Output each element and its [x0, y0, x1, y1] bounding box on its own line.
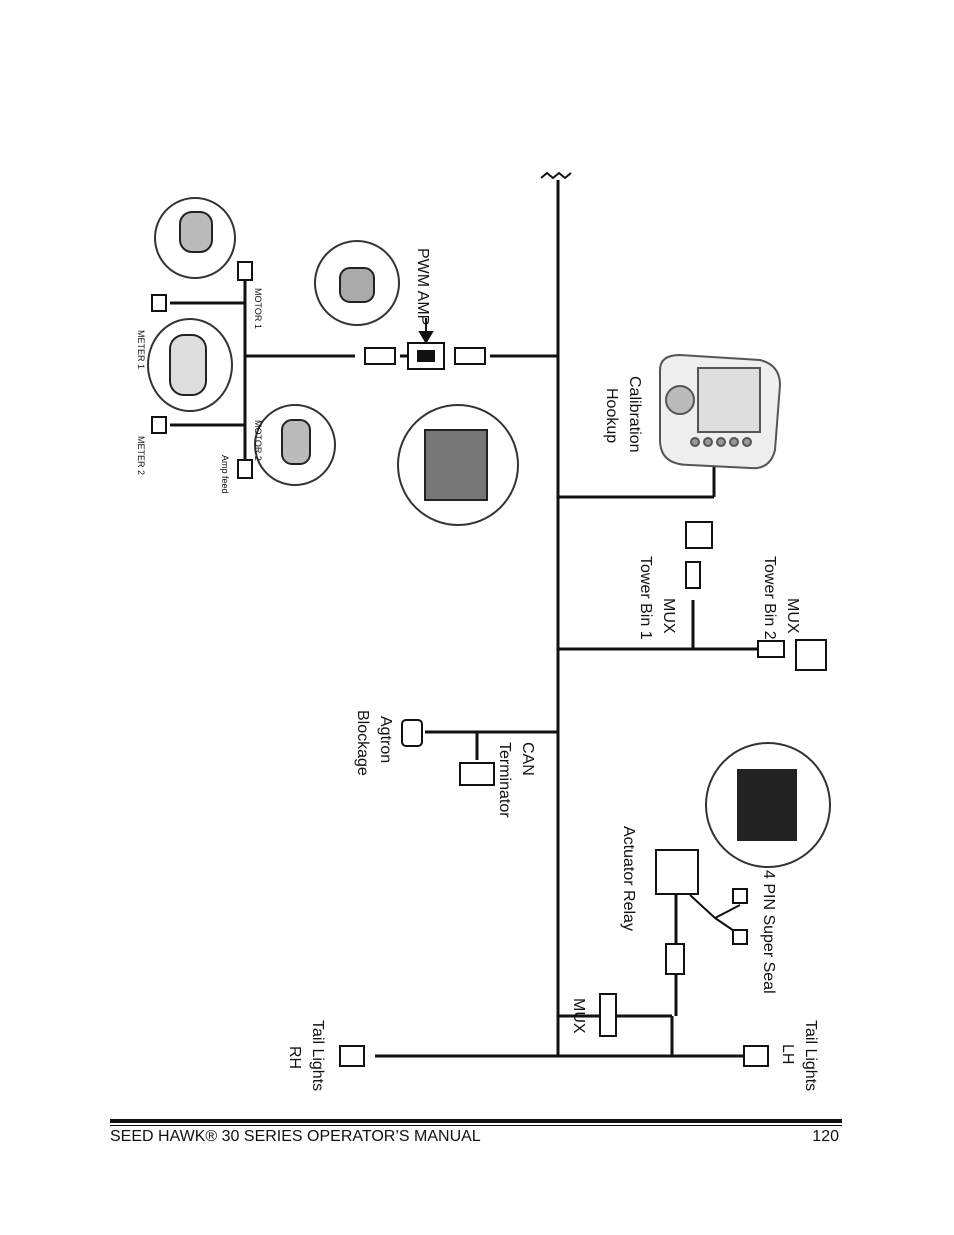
label-amp-feed: Amp feed [220, 455, 230, 494]
can-terminator [459, 762, 495, 786]
label-can-2: Terminator [496, 742, 513, 818]
label-tail-rh-2: RH [286, 1046, 303, 1069]
label-mux-bin1-1: MUX [660, 598, 677, 634]
footer-rule-thin [110, 1125, 842, 1126]
label-mux-bin1-2: Tower Bin 1 [637, 556, 654, 640]
calibration-monitor [659, 353, 782, 470]
mux-bin2-module [795, 639, 827, 671]
label-actuator-relay: Actuator Relay [620, 826, 637, 931]
label-calibration-2: Hookup [603, 388, 620, 443]
tail-rh-plug [339, 1045, 365, 1067]
label-meter-2: METER 2 [136, 436, 146, 475]
motor2-plug [237, 459, 253, 479]
meter2-plug [151, 416, 167, 434]
label-calibration-1: Calibration [626, 376, 643, 452]
label-meter-1: METER 1 [136, 330, 146, 369]
label-mux-bin2-1: MUX [784, 598, 801, 634]
footer-page-number: 120 [812, 1128, 839, 1145]
mux-bin2-plug [757, 640, 785, 658]
label-tail-lh-1: Tail Lights [802, 1020, 819, 1091]
label-agtron-2: Blockage [354, 710, 371, 776]
mux-bin1-module [685, 521, 713, 549]
agtron-plug [401, 719, 423, 747]
label-motor-1: MOTOR 1 [253, 288, 263, 329]
label-tail-rh-1: Tail Lights [309, 1020, 326, 1091]
label-can-1: CAN [519, 742, 536, 776]
label-mux-bin2-2: Tower Bin 2 [761, 556, 778, 640]
label-mux: MUX [570, 998, 587, 1034]
label-4-pin: 4 PIN Super Seal [760, 870, 777, 994]
relay-plug [665, 943, 685, 975]
mux-plug [599, 993, 617, 1037]
label-agtron-1: Agtron [377, 716, 394, 763]
mux-bin1-plug [685, 561, 701, 589]
label-pwm-amp: PWM AMP [414, 248, 431, 325]
footer-manual-title: SEED HAWK® 30 SERIES OPERATOR’S MANUAL [110, 1128, 481, 1145]
actuator-relay-box [655, 849, 699, 895]
tail-lh-plug [743, 1045, 769, 1067]
footer-rule [110, 1119, 842, 1123]
label-tail-lh-2: LH [779, 1044, 796, 1064]
break-symbol [540, 171, 572, 180]
motor1-plug [237, 261, 253, 281]
meter1-plug [151, 294, 167, 312]
label-motor-2: MOTOR 2 [253, 420, 263, 461]
